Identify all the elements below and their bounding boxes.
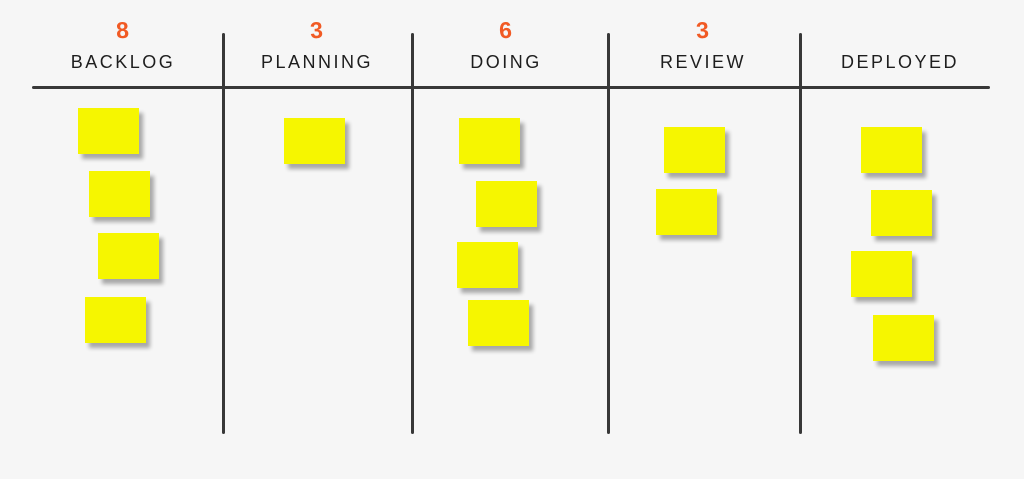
- sticky-note-backlog-1[interactable]: [78, 108, 139, 154]
- column-divider-4: [799, 33, 802, 434]
- column-header-review: REVIEW: [659, 52, 747, 72]
- column-header-doing: DOING: [470, 52, 542, 72]
- sticky-note-doing-1[interactable]: [459, 118, 520, 164]
- sticky-note-doing-3[interactable]: [457, 242, 518, 288]
- sticky-note-doing-4[interactable]: [468, 300, 529, 346]
- column-header-planning: PLANNING: [260, 52, 374, 72]
- column-count-backlog: 8: [115, 16, 131, 44]
- column-count-doing: 6: [498, 16, 514, 44]
- column-header-deployed: DEPLOYED: [840, 52, 960, 72]
- column-header-backlog: BACKLOG: [70, 52, 176, 72]
- sticky-note-review-2[interactable]: [656, 189, 717, 235]
- sticky-note-review-1[interactable]: [664, 127, 725, 173]
- column-divider-1: [222, 33, 225, 434]
- sticky-note-deployed-1[interactable]: [861, 127, 922, 173]
- sticky-note-deployed-4[interactable]: [873, 315, 934, 361]
- column-divider-3: [607, 33, 610, 434]
- column-divider-2: [411, 33, 414, 434]
- column-count-planning: 3: [309, 16, 325, 44]
- sticky-note-backlog-2[interactable]: [89, 171, 150, 217]
- sticky-note-planning-1[interactable]: [284, 118, 345, 164]
- column-count-review: 3: [695, 16, 711, 44]
- header-rule: [32, 86, 990, 89]
- sticky-note-backlog-4[interactable]: [85, 297, 146, 343]
- sticky-note-doing-2[interactable]: [476, 181, 537, 227]
- sticky-note-deployed-2[interactable]: [871, 190, 932, 236]
- sticky-note-backlog-3[interactable]: [98, 233, 159, 279]
- sticky-note-deployed-3[interactable]: [851, 251, 912, 297]
